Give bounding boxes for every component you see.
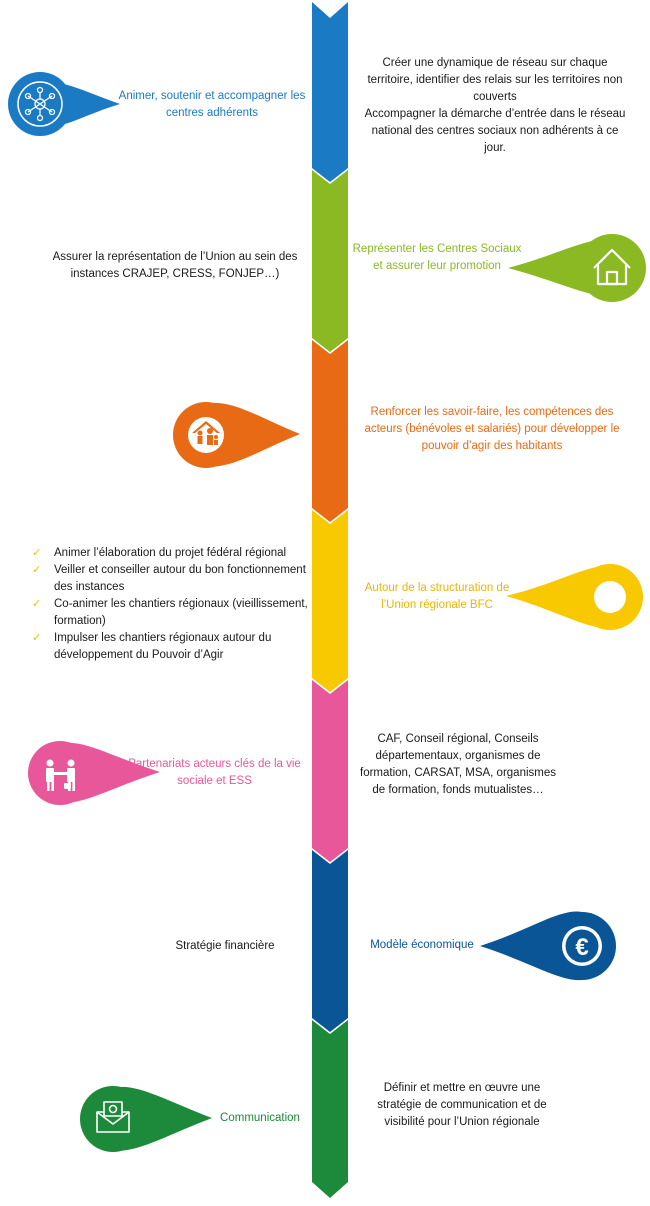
pin-partenariats xyxy=(28,741,160,805)
pin-renforcer xyxy=(173,402,300,468)
check-icon: ✓ xyxy=(32,632,42,644)
step-title-communication: Communication xyxy=(220,1112,300,1124)
step-description-partenariats: CAF, Conseil régional, Conseils départem… xyxy=(360,733,556,796)
step-title-animer: Animer, soutenir et accompagner les cent… xyxy=(118,90,306,119)
family-house-icon xyxy=(192,421,220,445)
pin-communication xyxy=(80,1086,212,1152)
timeline-segment-navy xyxy=(312,850,348,1032)
step-description-representer: Assurer la représentation de l’Union au … xyxy=(52,251,298,280)
timeline-segment-yellow xyxy=(312,510,348,692)
step-title-renforcer: Renforcer les savoir-faire, les compéten… xyxy=(364,406,620,452)
pin-modele: € xyxy=(480,911,616,981)
checklist-item: ✓ Veiller et conseiller autour du bon fon… xyxy=(32,562,317,596)
timeline-segment-lime xyxy=(312,170,348,352)
checklist-item-label: Impulser les chantiers régionaux autour … xyxy=(54,632,272,661)
house-icon xyxy=(593,248,631,286)
network-icon xyxy=(24,86,56,122)
handshake-icon xyxy=(46,759,75,791)
envelope-icon xyxy=(96,1101,130,1133)
timeline-segment-green xyxy=(312,1020,348,1198)
pin-structuration xyxy=(506,564,643,630)
checklist-item-label: Veiller et conseiller autour du bon fonc… xyxy=(54,564,306,593)
pin-animer xyxy=(8,72,120,136)
step-description-modele: Stratégie financière xyxy=(175,940,275,952)
check-icon: ✓ xyxy=(32,547,42,559)
checklist-item: ✓ Co-animer les chantiers régionaux (viei… xyxy=(32,596,317,630)
step-description-line: Accompagner la démarche d’entrée dans le… xyxy=(364,108,626,154)
check-icon: ✓ xyxy=(32,598,42,610)
checklist-item: ✓ Animer l’élaboration du projet fédéral … xyxy=(32,545,317,562)
step-description-animer: Créer une dynamique de réseau sur chaque… xyxy=(360,55,630,157)
step-description-communication: Définir et mettre en œuvre une stratégie… xyxy=(377,1082,547,1128)
step-description-line: Créer une dynamique de réseau sur chaque… xyxy=(367,57,623,103)
timeline-segment-orange xyxy=(312,340,348,522)
step-checklist-structuration: ✓ Animer l’élaboration du projet fédéral … xyxy=(32,545,317,664)
step-title-modele: Modèle économique xyxy=(370,939,474,951)
checklist-item-label: Co-animer les chantiers régionaux (vieil… xyxy=(54,598,308,627)
step-title-structuration: Autour de la structuration de l’Union ré… xyxy=(364,582,510,611)
checklist-item-label: Animer l’élaboration du projet fédéral r… xyxy=(54,547,287,559)
step-title-representer: Représenter les Centres Sociaux et assur… xyxy=(352,243,522,272)
timeline-segment-pink xyxy=(312,680,348,862)
check-icon: ✓ xyxy=(32,564,42,576)
pin-representer xyxy=(508,234,646,302)
ring-icon xyxy=(594,581,626,613)
timeline-segment-blue xyxy=(312,2,348,182)
checklist-item: ✓ Impulser les chantiers régionaux autour… xyxy=(32,630,317,664)
step-title-partenariats: Partenariats acteurs clés de la vie soci… xyxy=(128,758,301,787)
euro-icon: € xyxy=(575,934,588,961)
